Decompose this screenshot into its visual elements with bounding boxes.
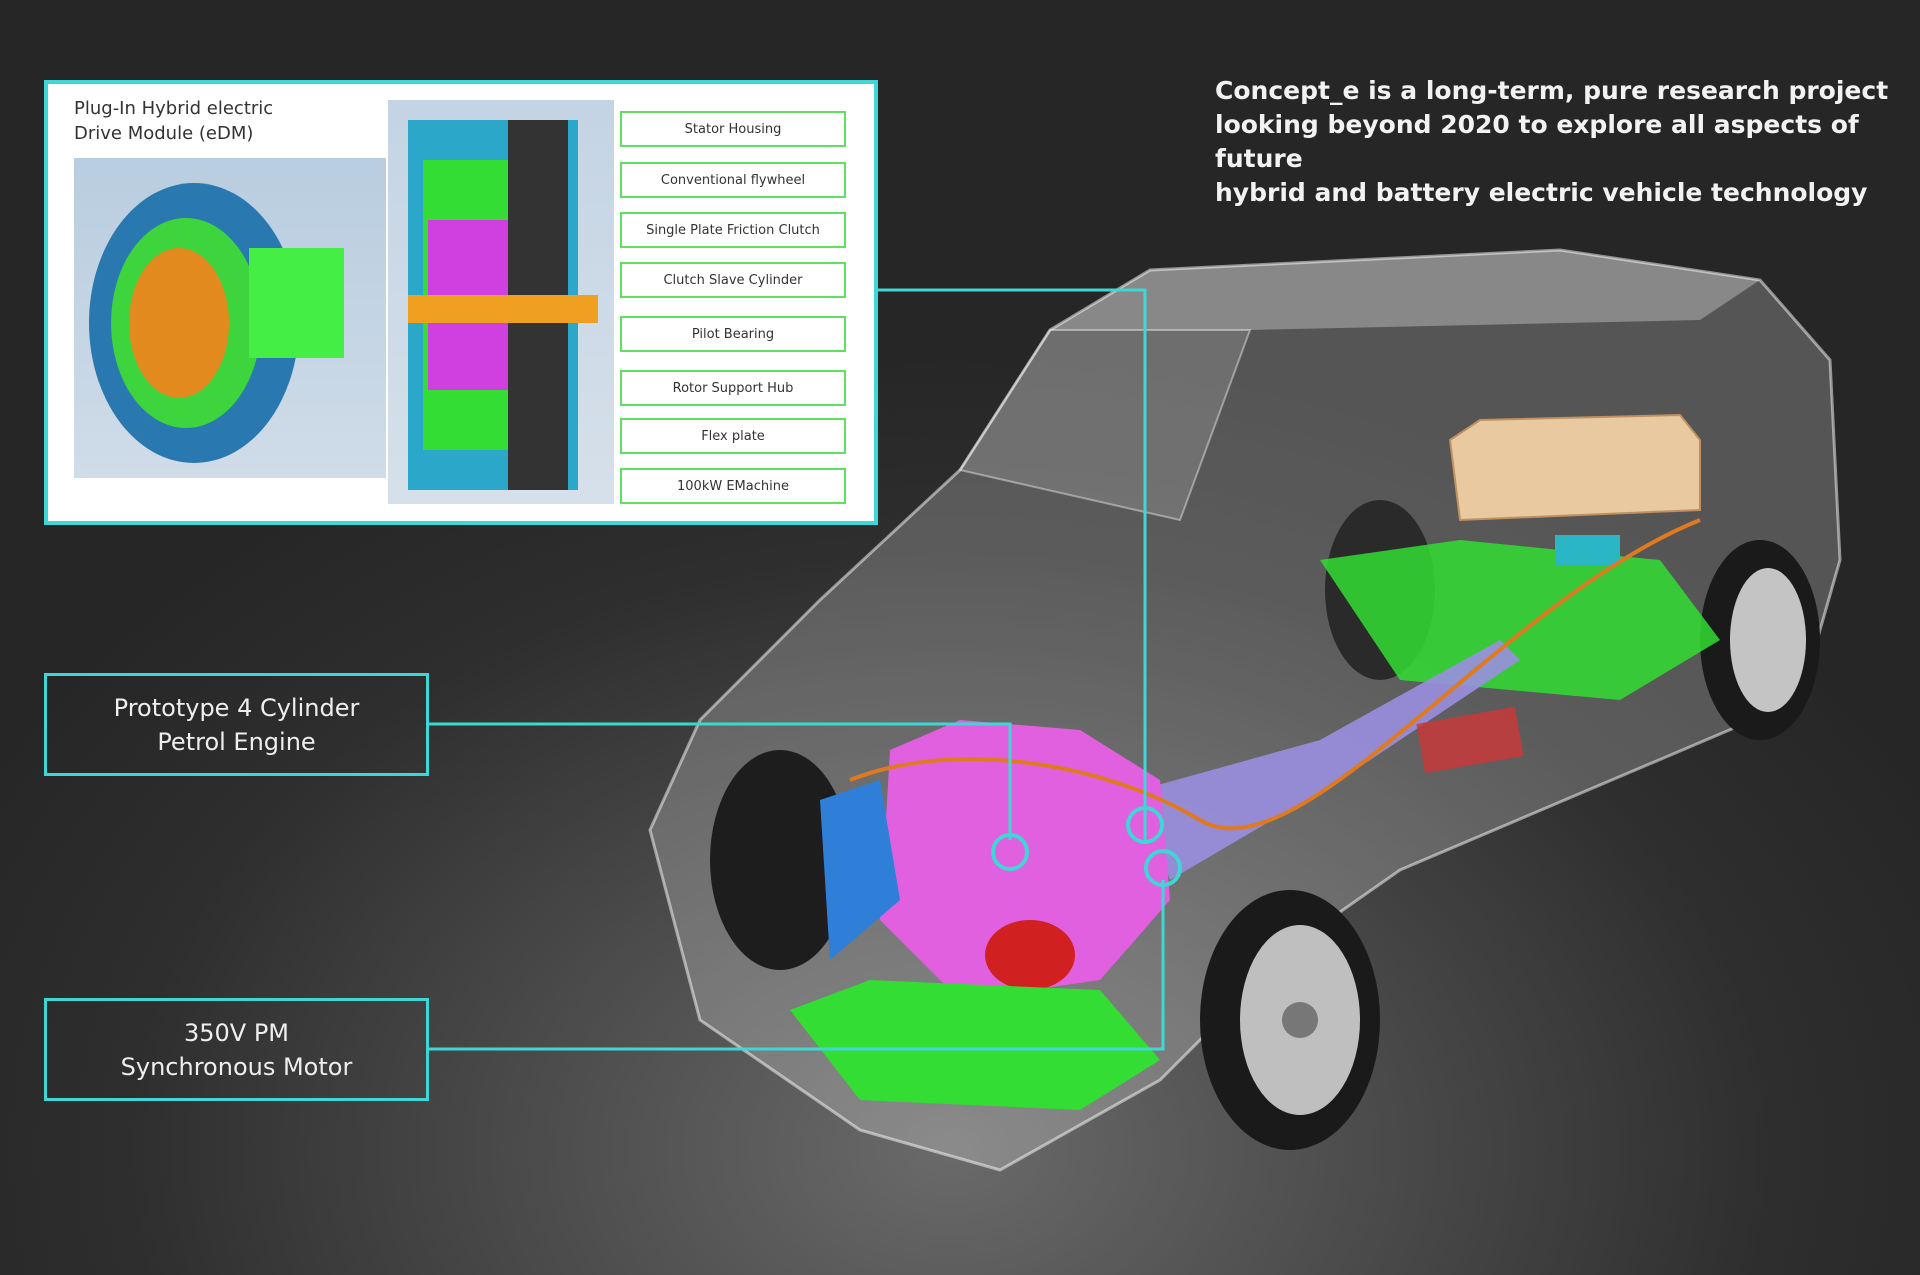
wheel-front-left <box>710 750 850 970</box>
wheel-front-right <box>1200 890 1380 1150</box>
edm-section-view-image <box>388 100 614 504</box>
inset-title-line2: Drive Module (eDM) <box>74 123 254 144</box>
red-motor <box>985 920 1075 990</box>
transmission <box>1140 640 1520 880</box>
rear-subframe <box>1320 540 1720 700</box>
wiring-harness <box>849 518 1701 831</box>
label-conventional-flywheel: Conventional flywheel <box>620 162 846 198</box>
inset-title: Plug-In Hybrid electric Drive Module (eD… <box>74 96 273 146</box>
label-clutch-slave-cylinder: Clutch Slave Cylinder <box>620 262 846 298</box>
edm-inset-panel: Plug-In Hybrid electric Drive Module (eD… <box>44 80 878 525</box>
engine-marker <box>991 833 1029 871</box>
label-pilot-bearing: Pilot Bearing <box>620 316 846 352</box>
car-roof <box>1050 250 1760 330</box>
wheel-rear-right <box>1700 540 1820 740</box>
edm-front-view-image <box>74 158 386 478</box>
edm-marker <box>1126 806 1164 844</box>
label-friction-clutch: Single Plate Friction Clutch <box>620 212 846 248</box>
front-subframe <box>790 980 1160 1110</box>
label-flex-plate: Flex plate <box>620 418 846 454</box>
label-rotor-support-hub: Rotor Support Hub <box>620 370 846 406</box>
description-text: Concept_e is a long-term, pure research … <box>1215 76 1889 207</box>
inset-title-line1: Plug-In Hybrid electric <box>74 98 274 119</box>
callout-engine: Prototype 4 Cylinder Petrol Engine <box>44 673 429 776</box>
label-emachine: 100kW EMachine <box>620 468 846 504</box>
callout-motor: 350V PM Synchronous Motor <box>44 998 429 1101</box>
label-stator-housing: Stator Housing <box>620 111 846 147</box>
leader-lines <box>429 288 1165 1051</box>
front-suspension <box>820 780 900 960</box>
motor-marker <box>1144 849 1182 887</box>
windscreen <box>958 329 1252 522</box>
rear-inverter <box>1555 535 1620 565</box>
red-module <box>1416 706 1524 774</box>
battery-pack <box>1448 413 1701 522</box>
